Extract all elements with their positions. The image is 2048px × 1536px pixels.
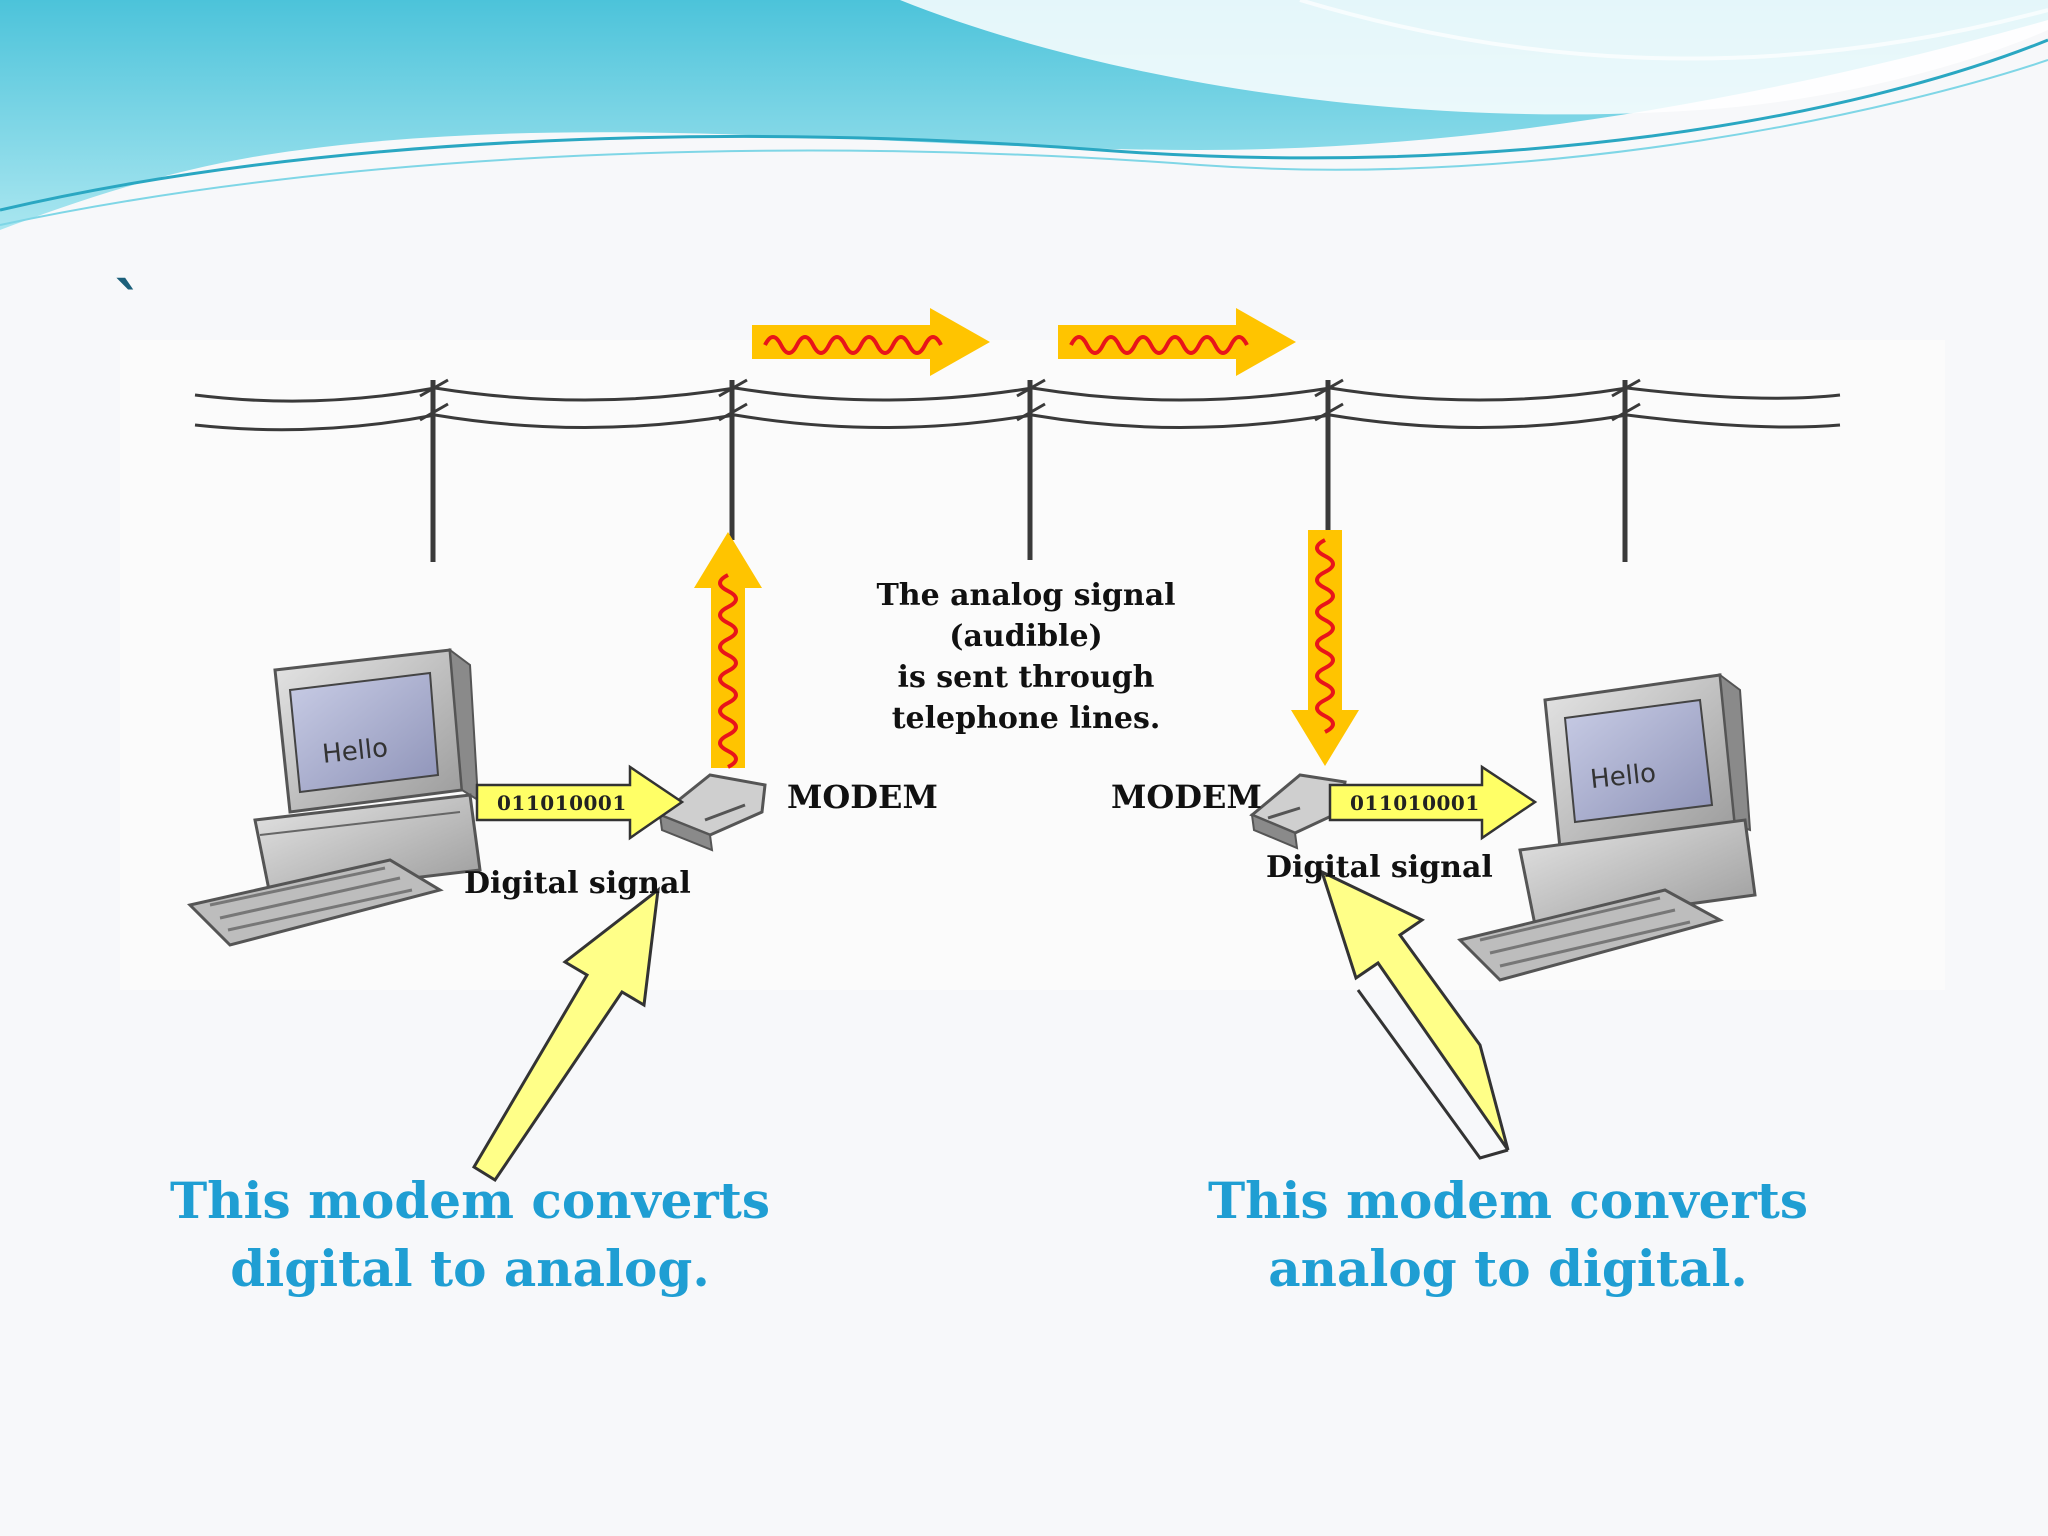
caption-left-line-1: This modem converts: [169, 1171, 771, 1230]
analog-arrow-top-1: [752, 308, 990, 376]
digital-arrow-right: [1328, 764, 1538, 841]
modem-right: [1249, 773, 1347, 850]
binary-label-right: 011010001: [1350, 791, 1480, 815]
modem-label-left: MODEM: [787, 778, 938, 816]
caption-left: This modem converts digital to analog.: [120, 1167, 820, 1303]
caption-right-line-2: analog to digital.: [1268, 1239, 1748, 1298]
analog-note-line-1: The analog signal: [876, 578, 1176, 613]
analog-signal-note: The analog signal (audible) is sent thro…: [816, 575, 1236, 739]
stray-mark: `: [112, 270, 144, 345]
analog-note-line-3: is sent through: [897, 660, 1155, 695]
analog-arrow-up: [694, 532, 762, 769]
caption-right: This modem converts analog to digital.: [1158, 1167, 1858, 1303]
computer-right: Hello: [1457, 672, 1757, 982]
caption-left-line-2: digital to analog.: [230, 1239, 710, 1298]
computer-left: Hello: [187, 647, 482, 947]
digital-arrow-left: [475, 764, 685, 841]
pointer-arrow-right: [1319, 869, 1510, 1160]
modem-left: [657, 773, 767, 852]
caption-right-line-1: This modem converts: [1207, 1171, 1809, 1230]
analog-arrow-down: [1291, 530, 1359, 766]
binary-label-left: 011010001: [497, 791, 627, 815]
pointer-arrow-left: [471, 886, 660, 1183]
digital-signal-label-right: Digital signal: [1266, 850, 1493, 885]
screen-text-left: Hello: [321, 733, 390, 770]
screen-text-right: Hello: [1589, 758, 1658, 795]
digital-signal-label-left: Digital signal: [464, 866, 691, 901]
modem-label-right: MODEM: [1111, 778, 1262, 816]
telephone-lines: [194, 378, 1841, 562]
analog-arrow-top-2: [1058, 308, 1296, 376]
analog-note-line-4: telephone lines.: [891, 701, 1161, 736]
header-wave-decoration: [0, 0, 2048, 230]
analog-note-line-2: (audible): [949, 619, 1103, 654]
